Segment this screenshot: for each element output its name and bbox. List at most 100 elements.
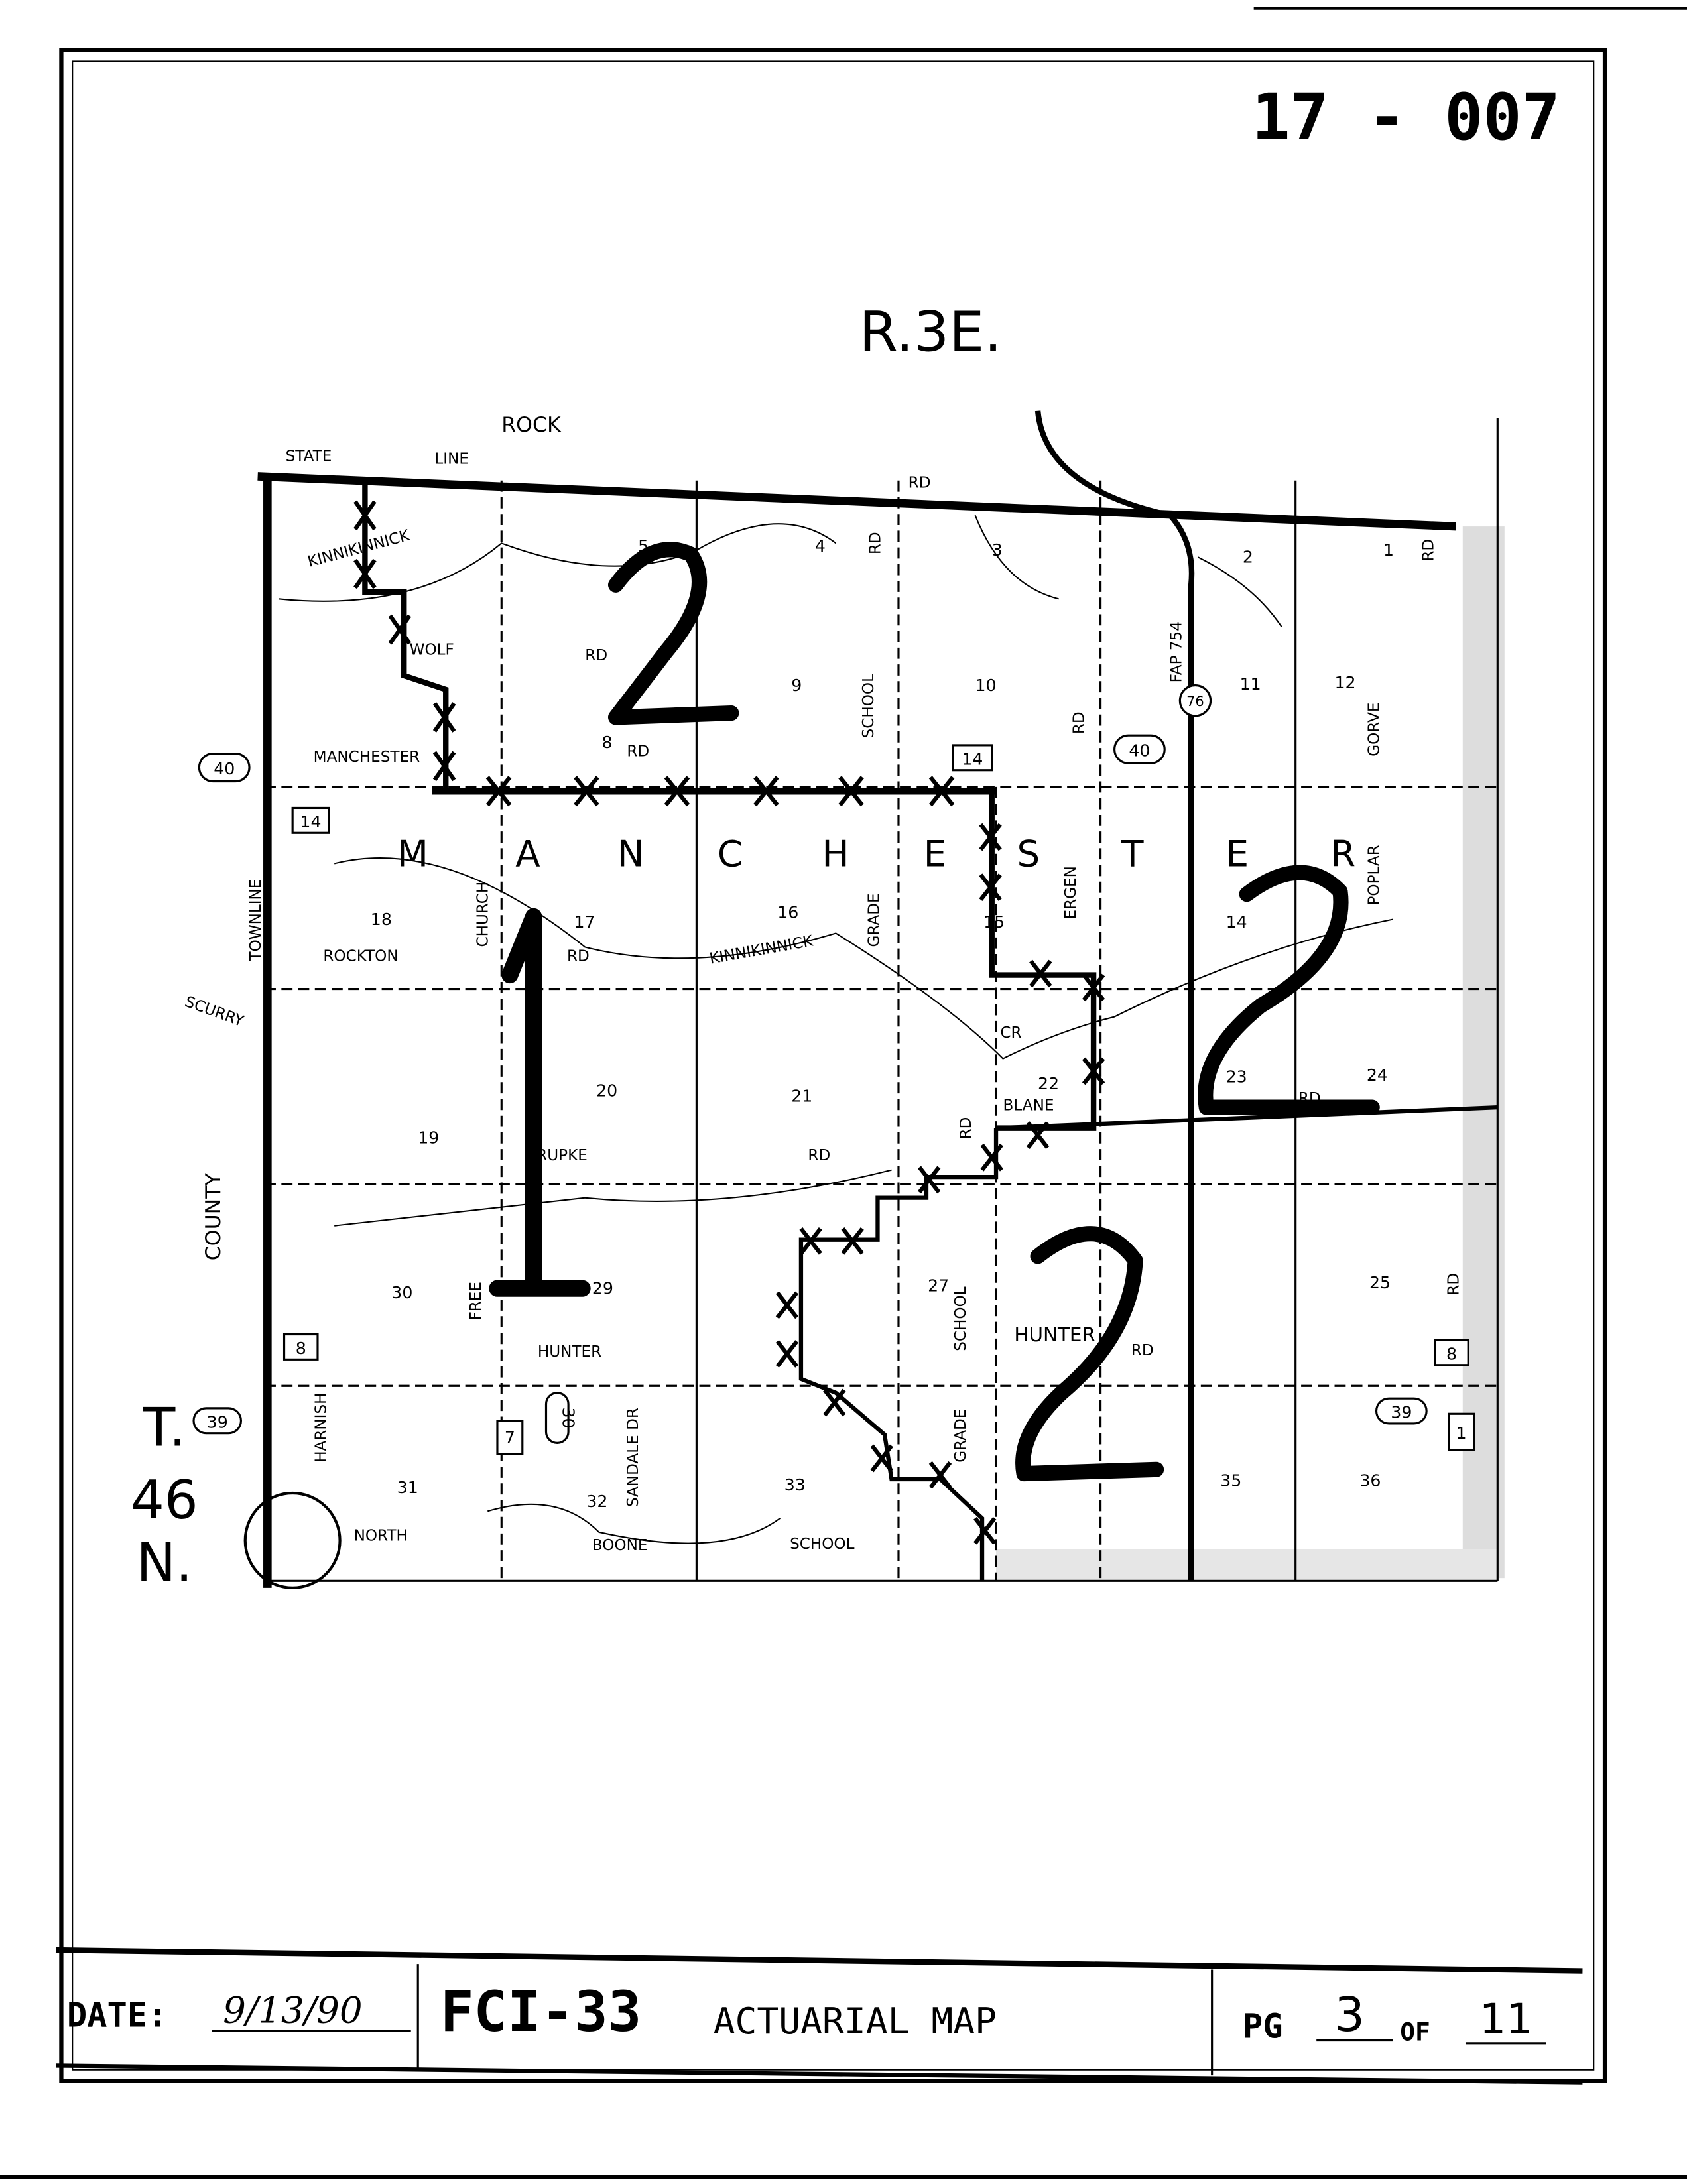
route-number: 7 <box>505 1427 515 1447</box>
title-block: DATE: 9/13/90 FCI-33 ACTUARIAL MAP PG 3 … <box>55 1947 1583 2085</box>
road-label: RD <box>567 948 590 965</box>
section-number: 17 <box>574 912 595 932</box>
township-letter: H <box>822 833 857 875</box>
section-number: 8 <box>602 733 613 752</box>
road-label: TOWNLINE <box>247 879 265 962</box>
rating-zone-marks <box>489 542 1380 1482</box>
road-label: LINE <box>434 451 469 468</box>
route-number: 76 <box>1186 694 1204 709</box>
road-label: RD <box>1070 711 1088 734</box>
road-label: GRADE <box>952 1409 969 1463</box>
road-label: HARNISH <box>313 1392 330 1462</box>
section-number: 3 <box>992 540 1003 560</box>
section-number: 29 <box>592 1279 613 1298</box>
route-number: 30 <box>559 1408 578 1429</box>
range-label: R.3E. <box>859 299 1002 364</box>
page-total: 11 <box>1479 1995 1532 2043</box>
page-number: 3 <box>1335 1987 1365 2042</box>
section-number: 21 <box>791 1087 812 1106</box>
route-number: 14 <box>300 812 321 831</box>
route-8-shield-icon <box>1434 1339 1469 1366</box>
zone-1-mark <box>489 908 591 1297</box>
route-number: 14 <box>962 749 983 768</box>
road-label: RD <box>1131 1342 1154 1359</box>
section-grid <box>265 418 1499 1582</box>
date-label: DATE: <box>67 1996 168 2035</box>
of-label: OF <box>1400 2018 1430 2047</box>
township-label-t: T. <box>143 1397 186 1459</box>
road-label: WOLF <box>410 641 454 658</box>
section-number: 15 <box>983 912 1005 932</box>
road-label: ERGEN <box>1062 866 1080 919</box>
section-number: 2 <box>1243 548 1253 567</box>
township-letter: M <box>397 833 437 875</box>
road-label: RD <box>1420 539 1438 562</box>
road-label: SCHOOL <box>790 1536 855 1553</box>
section-number: 14 <box>1226 912 1247 932</box>
road-label: BOONE <box>592 1537 648 1554</box>
road-label: BLANE <box>1003 1097 1054 1114</box>
section-number: 4 <box>815 536 826 556</box>
township-letter: C <box>718 833 751 875</box>
township-letter: R <box>1330 833 1364 875</box>
section-number: 10 <box>975 676 997 695</box>
route-shields <box>192 684 1475 1455</box>
road-label: RD <box>808 1147 830 1164</box>
road-label: RD <box>585 647 607 664</box>
road-label: SANDALE DR <box>625 1408 642 1507</box>
north-arrow-icon <box>243 1491 342 1589</box>
road-label: POPLAR <box>1366 845 1383 905</box>
section-number: 35 <box>1220 1471 1241 1490</box>
road-label: SCHOOL <box>952 1286 969 1351</box>
major-roads <box>257 410 1498 1588</box>
outer-frame <box>59 48 1607 2083</box>
road-label: CHURCH <box>474 882 491 947</box>
route-number: 8 <box>296 1339 306 1358</box>
road-label: RD <box>867 532 885 554</box>
route-8-shield-icon <box>282 1333 319 1361</box>
section-number: 18 <box>371 910 392 929</box>
road-label: KINNIKINNICK <box>708 932 815 967</box>
section-number: 22 <box>1038 1074 1059 1093</box>
route-number: 40 <box>1129 741 1150 760</box>
route-shield-labels: 40 40 14 14 76 8 8 39 39 30 7 1 <box>207 694 1467 1447</box>
township-label-n: N. <box>136 1532 192 1593</box>
route-30-shield-icon <box>544 1392 570 1444</box>
boundary-x-markers <box>353 500 1105 1545</box>
section-number: 24 <box>1367 1065 1388 1085</box>
route-number: 1 <box>1456 1424 1467 1443</box>
road-label: FREE <box>468 1282 485 1321</box>
section-number: 30 <box>391 1283 412 1302</box>
route-number: 39 <box>1391 1403 1412 1422</box>
township-name: M A N C H E S T E R <box>397 833 1364 875</box>
section-number: 23 <box>1226 1067 1247 1086</box>
form-title: ACTUARIAL MAP <box>714 2000 997 2042</box>
section-number: 32 <box>586 1492 607 1511</box>
road-label: GORVE <box>1366 702 1383 756</box>
section-number: 33 <box>784 1475 806 1494</box>
date-value: 9/13/90 <box>223 1988 363 2031</box>
road-label: FAP 754 <box>1168 621 1185 682</box>
route-number: 8 <box>1446 1344 1457 1363</box>
township-letter: N <box>617 833 653 875</box>
route-76-shield-icon <box>1178 684 1212 717</box>
section-number: 20 <box>596 1081 617 1100</box>
road-label: COUNTY <box>202 1173 225 1261</box>
route-14-shield-icon <box>952 744 993 772</box>
zone-2-mark <box>1198 865 1380 1115</box>
route-39-shield-icon <box>1375 1397 1428 1425</box>
road-label: SCHOOL <box>860 674 877 739</box>
form-code: FCI-33 <box>440 1979 641 2044</box>
route-40-shield-icon <box>1113 734 1166 764</box>
section-number: 16 <box>777 902 798 922</box>
route-number: 40 <box>214 759 235 778</box>
section-number: 36 <box>1359 1471 1381 1490</box>
township-letter: A <box>515 833 548 875</box>
road-label: MANCHESTER <box>314 749 420 766</box>
road-label: CR <box>1000 1024 1021 1042</box>
township-letter: E <box>1226 833 1257 875</box>
road-label: GRADE <box>866 893 883 947</box>
road-label: HUNTER <box>1014 1323 1095 1346</box>
route-14-shield-icon <box>291 806 330 834</box>
